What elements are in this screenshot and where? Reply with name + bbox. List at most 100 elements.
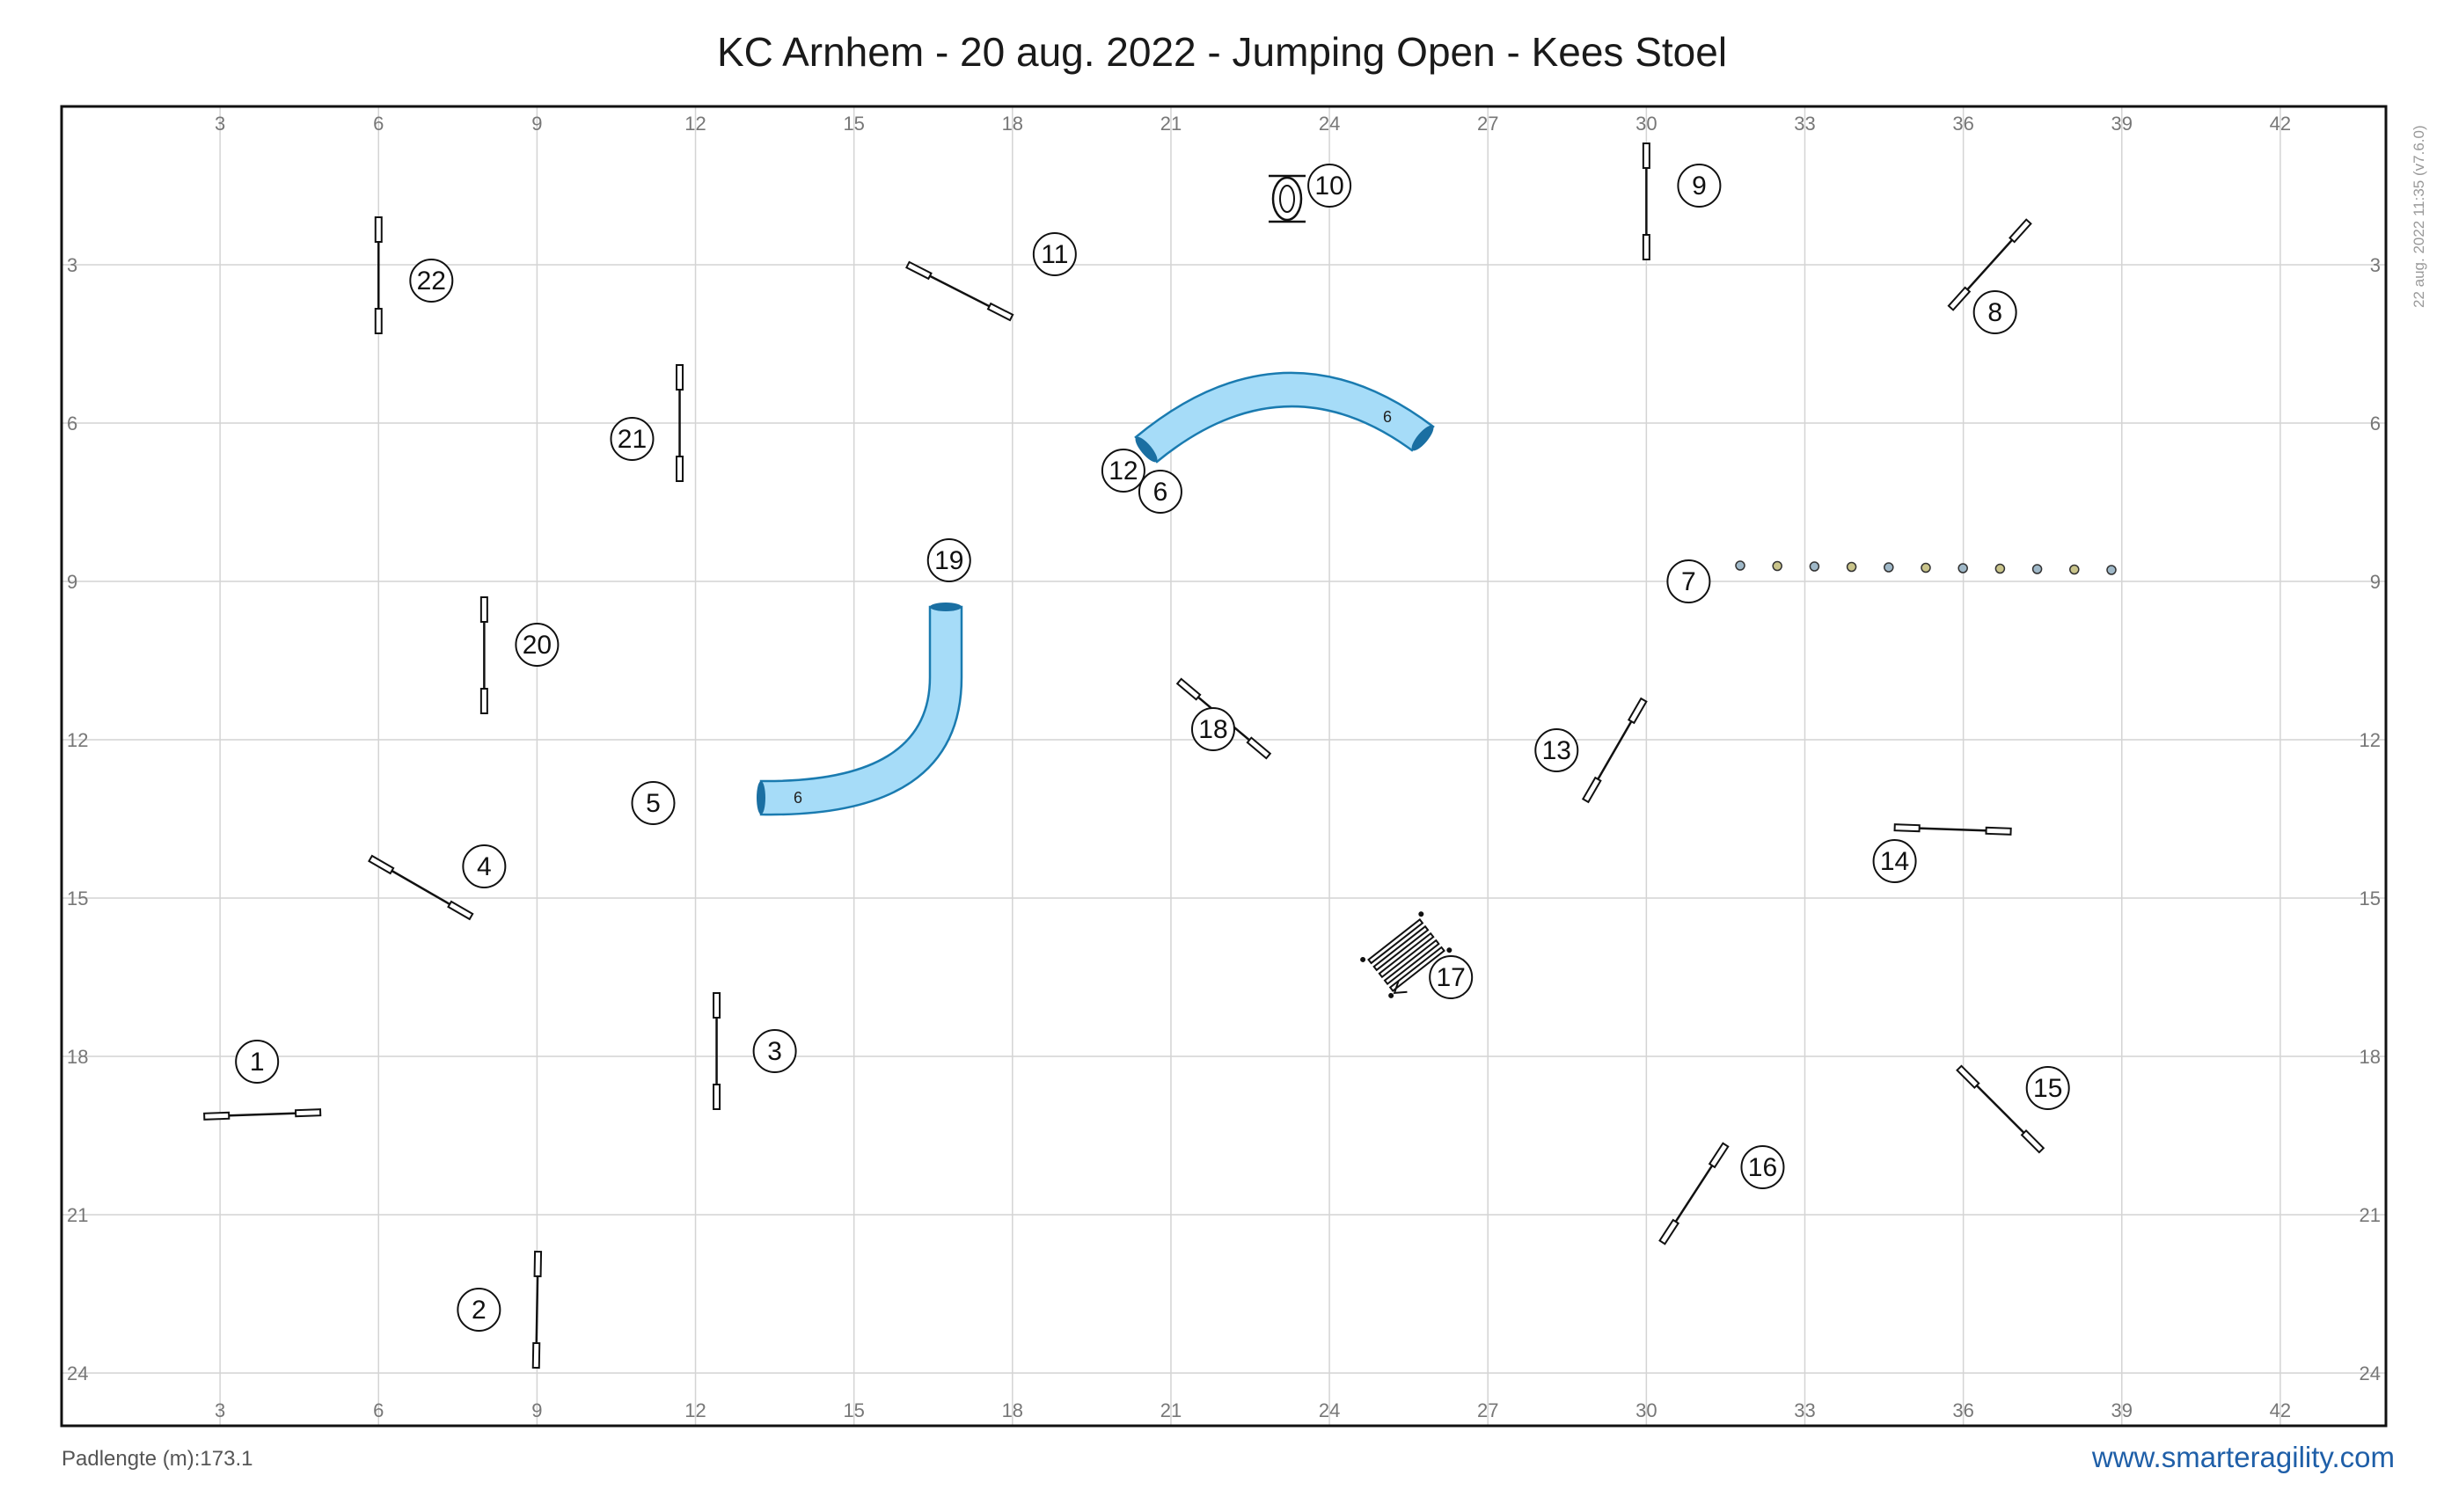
number-circle — [409, 259, 454, 303]
jump-wing — [905, 260, 933, 281]
weave-pole — [1846, 561, 1857, 573]
obstacle-number: 5 — [631, 781, 676, 825]
jump-obstacle[interactable] — [1947, 218, 2032, 311]
number-text: 6 — [1153, 478, 1168, 507]
weave-pole — [1735, 560, 1745, 571]
long-jump-board — [1367, 918, 1424, 965]
x-tick-label: 3 — [215, 1399, 225, 1421]
x-tick-label: 39 — [2111, 1399, 2133, 1421]
number-circle — [462, 844, 507, 888]
jump-obstacle[interactable] — [1642, 142, 1650, 260]
obstacle-number: 1 — [235, 1040, 280, 1084]
number-circle — [1032, 232, 1077, 276]
jump-wing — [479, 596, 488, 623]
jump-wing — [479, 688, 488, 714]
jump-obstacle[interactable] — [203, 1108, 322, 1121]
obstacle-number: 18 — [1190, 707, 1235, 751]
obstacle-number: 16 — [1740, 1145, 1785, 1189]
number-text: 18 — [1198, 715, 1227, 744]
obstacle-number: 3 — [752, 1029, 797, 1073]
x-tick-label: 21 — [1160, 1399, 1182, 1421]
y-tick-label: 3 — [2370, 254, 2381, 276]
jump-wing — [1627, 697, 1648, 725]
obstacle-number: 2 — [457, 1288, 501, 1332]
jump-wing — [1581, 776, 1602, 804]
course-length: Padlengte (m):173.1 — [62, 1447, 253, 1471]
y-tick-label: 3 — [67, 254, 77, 276]
tunnel-6-12[interactable]: 6 — [1132, 371, 1437, 465]
jump-obstacle[interactable] — [1658, 1142, 1730, 1245]
jump-wing — [1246, 736, 1272, 760]
jump-wing — [447, 900, 474, 921]
jump-obstacle[interactable] — [713, 992, 721, 1110]
jump-obstacle[interactable] — [1893, 823, 2012, 836]
x-tick-label: 3 — [215, 113, 225, 135]
jump-obstacle[interactable] — [368, 854, 474, 921]
weave-pole — [2069, 564, 2080, 575]
number-text: 17 — [1437, 963, 1466, 992]
number-text: 19 — [934, 546, 963, 575]
jump-obstacle[interactable] — [905, 260, 1014, 322]
number-text: 13 — [1542, 736, 1571, 765]
y-tick-label: 12 — [2360, 729, 2381, 751]
long-jump-marker — [1360, 956, 1366, 962]
x-tick-label: 33 — [1794, 1399, 1815, 1421]
x-tick-label: 12 — [684, 1399, 706, 1421]
obstacle-number: 20 — [515, 623, 560, 667]
jump-obstacle[interactable] — [1956, 1064, 2045, 1154]
weave-poles[interactable] — [1735, 560, 2117, 575]
jump-obstacle[interactable] — [1581, 697, 1648, 804]
number-circle — [1190, 707, 1235, 751]
y-tick-label: 15 — [2360, 887, 2381, 909]
weave-pole — [1994, 563, 2006, 574]
number-circle — [1677, 164, 1722, 208]
jump-obstacle[interactable] — [531, 1250, 543, 1370]
obstacle-number: 10 — [1307, 164, 1352, 208]
jump-wing — [203, 1111, 230, 1121]
obstacle-number: 11 — [1032, 232, 1077, 276]
x-tick-label: 42 — [2270, 1399, 2291, 1421]
long-jump-marker — [1418, 911, 1424, 917]
obstacle-number: 17 — [1429, 955, 1474, 999]
x-tick-label: 18 — [1002, 113, 1023, 135]
jump-wing — [676, 364, 684, 391]
jump-wing — [374, 216, 383, 243]
y-tick-label: 6 — [2370, 413, 2381, 435]
obstacle-number: 22 — [409, 259, 454, 303]
axis-ticks: 3366991212151518182121242427273030333336… — [67, 113, 2381, 1421]
jump-obstacle[interactable] — [374, 216, 383, 334]
jump-obstacle[interactable] — [479, 596, 488, 714]
number-text: 14 — [1880, 847, 1909, 876]
number-text: 8 — [1987, 298, 2002, 327]
x-tick-label: 27 — [1477, 1399, 1498, 1421]
number-circle — [2025, 1066, 2070, 1110]
number-circle — [457, 1288, 501, 1332]
number-circle — [926, 538, 971, 582]
long-jump-obstacle[interactable] — [1359, 910, 1456, 1003]
tunnel-opening — [757, 781, 765, 814]
tunnel-opening — [1135, 436, 1158, 463]
number-text: 12 — [1109, 457, 1138, 486]
jump-wing — [1893, 823, 1921, 833]
tunnel-tube — [759, 605, 963, 816]
jump-wing — [676, 456, 684, 482]
number-circle — [1666, 559, 1711, 603]
jump-wing — [368, 854, 395, 875]
tire-ring — [1271, 176, 1303, 222]
jump-wing — [1985, 826, 2012, 836]
x-tick-label: 18 — [1002, 1399, 1023, 1421]
website-link[interactable]: www.smarteragility.com — [2091, 1441, 2395, 1473]
weave-pole — [1809, 561, 1820, 572]
tunnel-5-19[interactable]: 6 — [757, 603, 963, 816]
obstacle-number: 12 — [1101, 449, 1145, 493]
jump-wing — [1642, 142, 1650, 169]
x-tick-label: 24 — [1319, 1399, 1340, 1421]
x-tick-label: 36 — [1952, 1399, 1973, 1421]
x-tick-label: 42 — [2270, 113, 2291, 135]
y-tick-label: 12 — [67, 729, 88, 751]
number-text: 21 — [618, 425, 647, 454]
jump-obstacle[interactable] — [676, 364, 684, 482]
tire-obstacle[interactable] — [1269, 174, 1306, 223]
